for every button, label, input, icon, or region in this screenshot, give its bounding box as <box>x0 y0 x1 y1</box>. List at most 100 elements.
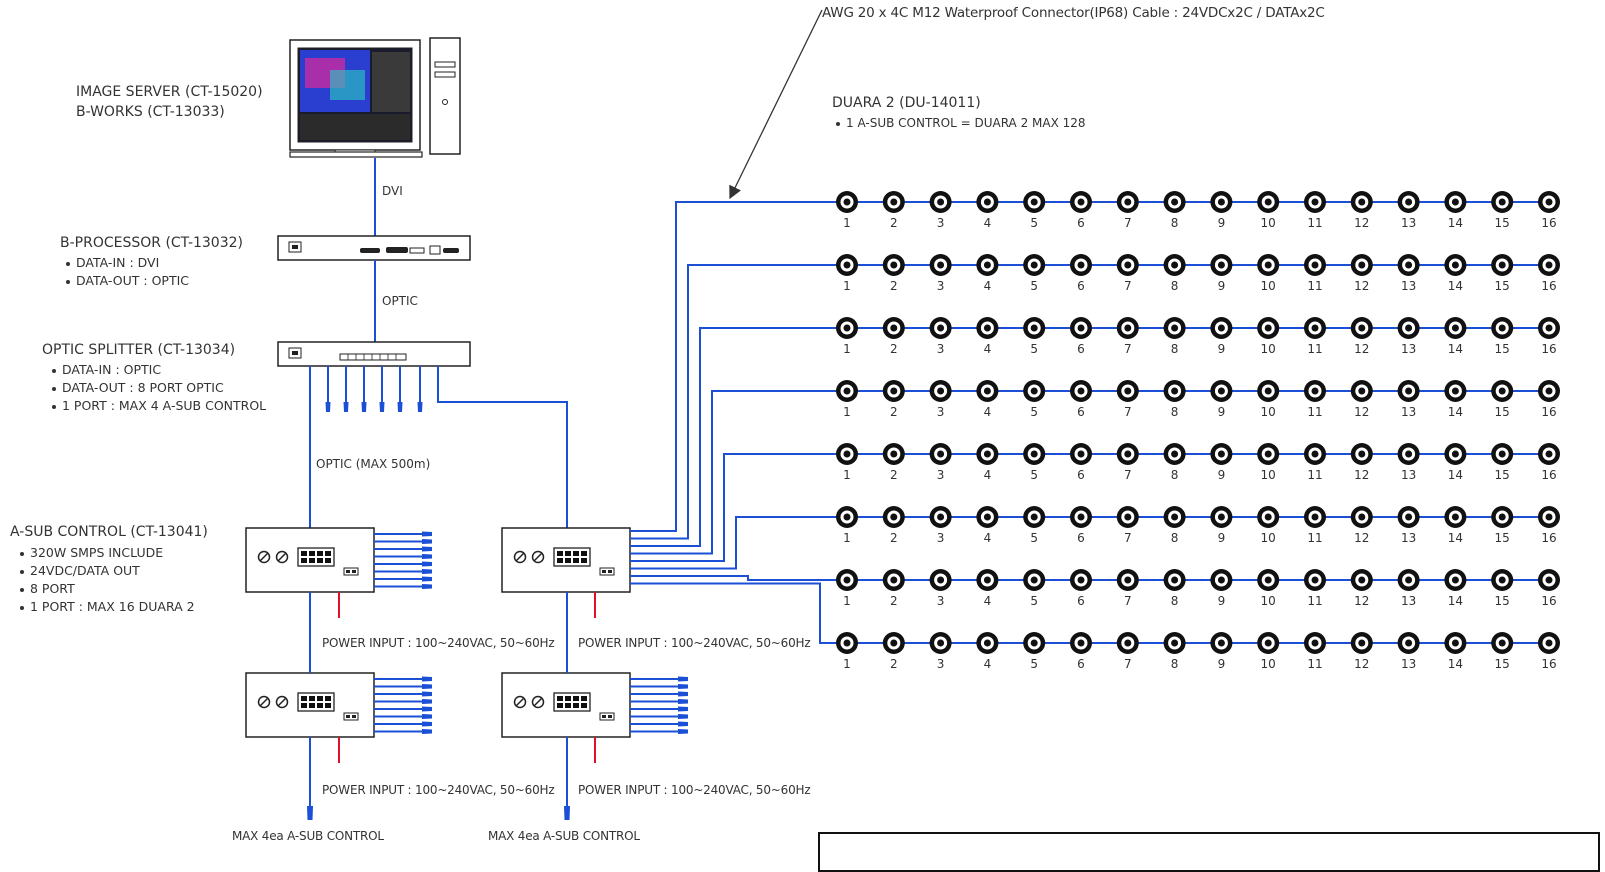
node-number-label: 3 <box>936 405 945 419</box>
node-number-label: 3 <box>936 279 945 293</box>
server-label-2: B-WORKS (CT-13033) <box>76 104 225 120</box>
splitter-output-ports <box>325 366 423 412</box>
node-number-label: 15 <box>1494 594 1510 608</box>
splitter-bullet: 1 PORT : MAX 4 A-SUB CONTROL <box>52 398 266 413</box>
row-feed-cable <box>630 453 837 562</box>
asub-bullet: 24VDC/DATA OUT <box>20 563 140 578</box>
node-number-label: 2 <box>889 468 898 482</box>
duara-title: DUARA 2 (DU-14011) <box>832 95 981 111</box>
node-number-label: 13 <box>1400 594 1417 608</box>
node-number-label: 9 <box>1217 468 1226 482</box>
node-number-label: 14 <box>1447 342 1464 356</box>
node-number-label: 2 <box>889 531 898 545</box>
node-number-label: 11 <box>1307 216 1323 230</box>
node-number-label: 8 <box>1170 657 1179 671</box>
node-number-label: 15 <box>1494 342 1510 356</box>
node-number-label: 10 <box>1260 405 1276 419</box>
node-number-label: 13 <box>1400 657 1417 671</box>
node-number-label: 14 <box>1447 657 1464 671</box>
connector-icon <box>678 691 688 697</box>
asub-bullet: 320W SMPS INCLUDE <box>20 545 163 560</box>
node-number-label: 6 <box>1077 594 1085 608</box>
node-number-label: 12 <box>1354 216 1370 230</box>
connector-icon <box>307 806 313 820</box>
node-number-label: 12 <box>1354 594 1370 608</box>
node-number-label: 12 <box>1354 342 1370 356</box>
connector-icon <box>678 699 688 704</box>
node-number-label: 7 <box>1123 342 1132 356</box>
node-number-label: 7 <box>1123 657 1132 671</box>
node-number-label: 6 <box>1077 279 1085 293</box>
connector-icon <box>422 576 432 582</box>
node-number-label: 15 <box>1494 468 1510 482</box>
cable-spec-arrow <box>729 9 823 200</box>
node-number-label: 3 <box>936 531 945 545</box>
max-asub-note: MAX 4ea A-SUB CONTROL <box>488 829 640 843</box>
node-number-label: 1 <box>843 594 851 608</box>
node-number-label: 12 <box>1354 405 1370 419</box>
node-number-label: 15 <box>1494 279 1510 293</box>
node-number-label: 15 <box>1494 405 1510 419</box>
node-number-label: 8 <box>1170 594 1179 608</box>
node-number-label: 4 <box>983 594 992 608</box>
node-number-label: 1 <box>843 279 851 293</box>
node-number-label: 3 <box>936 594 945 608</box>
node-number-label: 15 <box>1494 531 1510 545</box>
node-number-label: 12 <box>1354 468 1370 482</box>
node-number-label: 5 <box>1030 405 1038 419</box>
node-number-label: 4 <box>983 657 992 671</box>
node-number-label: 7 <box>1123 468 1132 482</box>
node-number-label: 4 <box>983 342 992 356</box>
connector-icon <box>678 706 688 712</box>
node-number-label: 9 <box>1217 342 1226 356</box>
connector-icon <box>422 569 432 574</box>
cable-spec-label: AWG 20 x 4C M12 Waterproof Connector(IP6… <box>822 5 1325 21</box>
connector-icon <box>417 402 423 412</box>
connector-icon <box>564 806 570 820</box>
node-number-label: 12 <box>1354 657 1370 671</box>
row-feed-cable <box>630 582 837 644</box>
connector-icon <box>422 561 432 567</box>
node-number-label: 14 <box>1447 468 1464 482</box>
node-number-label: 8 <box>1170 531 1179 545</box>
node-number-label: 11 <box>1307 342 1323 356</box>
row-feed-cable <box>630 327 837 547</box>
connector-icon <box>678 676 688 682</box>
node-number-label: 2 <box>889 342 898 356</box>
connector-icon <box>422 699 432 704</box>
node-number-label: 6 <box>1077 216 1085 230</box>
connector-icon <box>422 676 432 682</box>
a-sub-control-box <box>245 527 432 618</box>
node-number-label: 16 <box>1541 279 1557 293</box>
processor-bullet: DATA-OUT : OPTIC <box>66 273 189 288</box>
node-number-label: 6 <box>1077 468 1085 482</box>
node-number-label: 7 <box>1123 405 1132 419</box>
node-number-label: 11 <box>1307 405 1323 419</box>
node-number-label: 1 <box>843 468 851 482</box>
node-number-label: 4 <box>983 405 992 419</box>
connector-icon <box>422 714 432 719</box>
node-number-label: 11 <box>1307 594 1323 608</box>
node-number-label: 6 <box>1077 342 1085 356</box>
connector-icon <box>422 706 432 712</box>
node-number-label: 6 <box>1077 405 1085 419</box>
splitter-bullet: DATA-IN : OPTIC <box>52 362 161 377</box>
max-asub-note: MAX 4ea A-SUB CONTROL <box>232 829 384 843</box>
node-number-label: 4 <box>983 468 992 482</box>
node-number-label: 5 <box>1030 342 1038 356</box>
node-number-label: 15 <box>1494 216 1510 230</box>
node-number-label: 9 <box>1217 657 1226 671</box>
node-number-label: 7 <box>1123 594 1132 608</box>
node-number-label: 11 <box>1307 279 1323 293</box>
node-number-label: 5 <box>1030 531 1038 545</box>
node-number-label: 7 <box>1123 279 1132 293</box>
duara-bullet: 1 A-SUB CONTROL = DUARA 2 MAX 128 <box>836 116 1086 130</box>
node-number-label: 11 <box>1307 468 1323 482</box>
connector-icon <box>678 714 688 719</box>
node-number-label: 5 <box>1030 216 1038 230</box>
connector-icon <box>325 402 331 412</box>
node-number-label: 14 <box>1447 279 1464 293</box>
node-number-label: 8 <box>1170 279 1179 293</box>
row-feed-cable <box>630 390 837 555</box>
image-server-computer <box>289 37 461 158</box>
